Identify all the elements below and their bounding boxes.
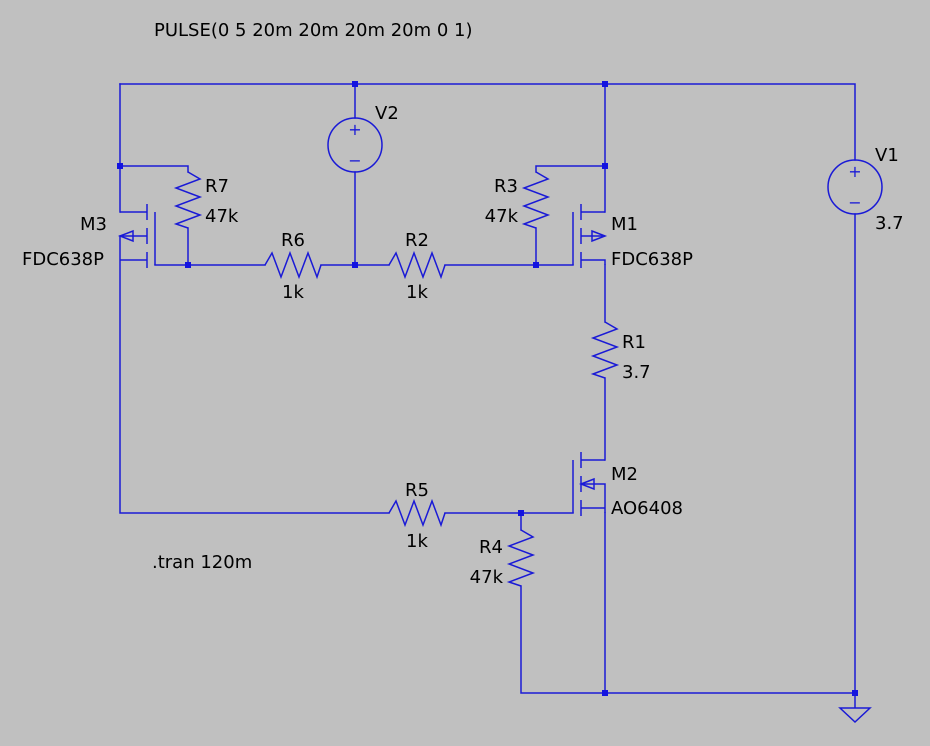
wire-m3-top bbox=[119, 165, 189, 173]
r6-value: 1k bbox=[282, 282, 304, 303]
r4-zigzag bbox=[506, 529, 536, 587]
r3-zigzag bbox=[521, 171, 551, 229]
resistor-r1[interactable]: R1 3.7 bbox=[590, 321, 651, 383]
voltage-source-v2[interactable]: + − V2 bbox=[327, 103, 399, 173]
m2-terminals bbox=[581, 459, 606, 513]
junction-dot bbox=[602, 81, 608, 87]
r5-value: 1k bbox=[406, 531, 428, 552]
resistor-r4[interactable]: R4 47k bbox=[470, 529, 536, 588]
m3-arrow bbox=[117, 229, 134, 243]
r2-zigzag bbox=[388, 250, 446, 280]
r1-label: R1 bbox=[622, 332, 646, 353]
wire-top-rail bbox=[119, 83, 856, 161]
m3-model: FDC638P bbox=[22, 249, 104, 270]
v1-value: 3.7 bbox=[875, 213, 904, 234]
junction-dot bbox=[117, 163, 123, 169]
m1-label: M1 bbox=[611, 214, 638, 235]
resistor-r7[interactable]: R7 47k bbox=[173, 171, 239, 229]
tran-directive: .tran 120m bbox=[152, 552, 252, 573]
junction-dot bbox=[602, 690, 608, 696]
junction-dot bbox=[352, 81, 358, 87]
plus-sign: + bbox=[348, 120, 361, 139]
junction-dot bbox=[352, 262, 358, 268]
minus-sign: − bbox=[848, 193, 861, 212]
mosfet-m1[interactable]: M1 FDC638P bbox=[572, 204, 693, 270]
minus-sign: − bbox=[348, 151, 361, 170]
junction-dot bbox=[518, 510, 524, 516]
m3-label: M3 bbox=[80, 214, 107, 235]
r7-value: 47k bbox=[205, 206, 239, 227]
v2-symbol-circle bbox=[327, 117, 383, 173]
junction-dot bbox=[533, 262, 539, 268]
r6-zigzag bbox=[264, 250, 322, 280]
wire-m3-drain-down bbox=[119, 235, 390, 514]
m1-model: FDC638P bbox=[611, 249, 693, 270]
wires bbox=[119, 83, 856, 694]
v1-label: V1 bbox=[875, 145, 899, 166]
r3-value: 47k bbox=[485, 206, 519, 227]
mosfet-m2[interactable]: M2 AO6408 bbox=[572, 452, 683, 519]
ground-symbol bbox=[838, 693, 872, 724]
m2-arrow bbox=[578, 477, 595, 491]
r4-value: 47k bbox=[470, 567, 504, 588]
m1-arrow bbox=[591, 229, 608, 243]
junction-dot bbox=[602, 163, 608, 169]
r2-label: R2 bbox=[405, 230, 429, 251]
junctions bbox=[117, 81, 858, 696]
v2-label: V2 bbox=[375, 103, 399, 124]
plus-sign: + bbox=[848, 162, 861, 181]
r7-label: R7 bbox=[205, 176, 229, 197]
resistor-r6[interactable]: R6 1k bbox=[264, 230, 322, 303]
r1-zigzag bbox=[590, 321, 620, 379]
resistor-r3[interactable]: R3 47k bbox=[485, 171, 551, 229]
wire-r4-bottom bbox=[520, 585, 856, 694]
r7-zigzag bbox=[173, 171, 203, 229]
r3-label: R3 bbox=[494, 176, 518, 197]
r2-value: 1k bbox=[406, 282, 428, 303]
r1-value: 3.7 bbox=[622, 362, 651, 383]
resistor-r5[interactable]: R5 1k bbox=[388, 480, 446, 552]
r5-label: R5 bbox=[405, 480, 429, 501]
m1-terminals bbox=[581, 211, 606, 265]
junction-dot bbox=[185, 262, 191, 268]
r5-zigzag bbox=[388, 498, 446, 528]
voltage-source-v1[interactable]: + − V1 3.7 bbox=[827, 145, 904, 234]
r4-label: R4 bbox=[479, 537, 503, 558]
m2-label: M2 bbox=[611, 464, 638, 485]
r6-label: R6 bbox=[281, 230, 305, 251]
resistor-r2[interactable]: R2 1k bbox=[388, 230, 446, 303]
pulse-directive: PULSE(0 5 20m 20m 20m 20m 0 1) bbox=[154, 20, 473, 41]
mosfet-m3[interactable]: M3 FDC638P bbox=[22, 204, 156, 270]
wire-m1-top bbox=[535, 165, 606, 173]
v1-symbol-circle bbox=[827, 159, 883, 215]
m2-model: AO6408 bbox=[611, 498, 683, 519]
